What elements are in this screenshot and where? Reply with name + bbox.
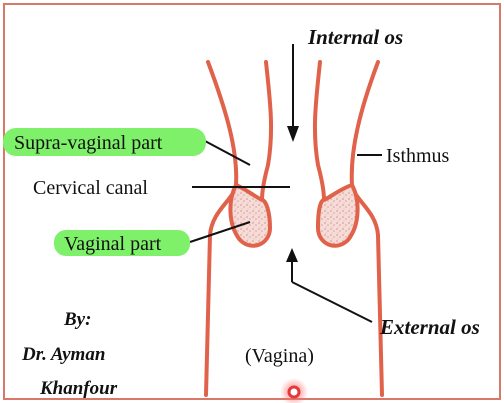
- credit-line1: By:: [63, 309, 91, 330]
- external-os-label: External os: [379, 315, 480, 339]
- credit-line2: Dr. Ayman: [21, 344, 105, 365]
- marker-icon[interactable]: [289, 387, 299, 397]
- vagina-label: (Vagina): [245, 345, 314, 367]
- cervical-canal-label: Cervical canal: [33, 177, 148, 199]
- internal-os-label: Internal os: [307, 25, 403, 49]
- credit-line3: Khanfour: [39, 378, 118, 399]
- isthmus-label: Isthmus: [386, 145, 450, 167]
- vaginal-part-label: Vaginal part: [64, 233, 162, 255]
- supra-vaginal-label: Supra-vaginal part: [14, 132, 163, 154]
